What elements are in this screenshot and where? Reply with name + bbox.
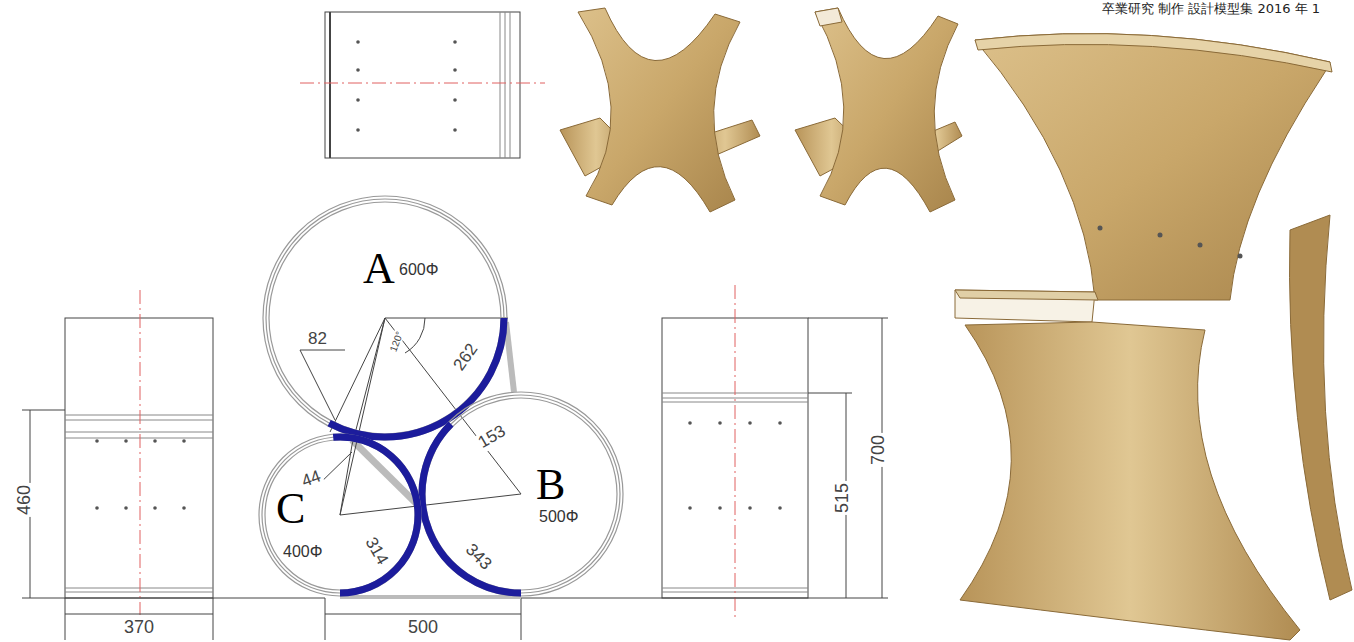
render-small-1 bbox=[560, 8, 760, 212]
dimension-label: 700 bbox=[869, 433, 889, 467]
dimension-label: 262 bbox=[449, 339, 483, 376]
dimension-label: 500 bbox=[406, 618, 440, 638]
front-view-dimensions bbox=[300, 318, 521, 640]
part-letter: A bbox=[362, 245, 396, 293]
dimension-label: 44 bbox=[297, 467, 325, 492]
circle-part: A600Φ bbox=[262, 195, 508, 441]
angle-label: 120° bbox=[387, 328, 406, 355]
circle-part: C 400Φ bbox=[258, 433, 422, 597]
dimension-label: 370 bbox=[122, 618, 156, 638]
top-view bbox=[300, 12, 545, 158]
diameter-label: 600Φ bbox=[398, 261, 439, 279]
part-letter: C bbox=[275, 485, 306, 533]
part-letter: B bbox=[535, 461, 566, 509]
structure-arc bbox=[422, 424, 521, 593]
dimension-label: 314 bbox=[360, 533, 392, 570]
dimension-label: 460 bbox=[15, 483, 35, 517]
diameter-label: 400Φ bbox=[282, 543, 323, 561]
circle-outline bbox=[262, 195, 508, 441]
circle-outline bbox=[418, 391, 624, 597]
render-chair bbox=[955, 34, 1352, 640]
dimension-label: 515 bbox=[833, 481, 853, 515]
structure-arc bbox=[329, 318, 504, 437]
render-small-2 bbox=[795, 8, 962, 212]
circle-part: B500Φ bbox=[418, 391, 624, 597]
dimension-label: 153 bbox=[473, 421, 510, 453]
dimension-label: 343 bbox=[460, 539, 496, 575]
diameter-label: 500Φ bbox=[538, 508, 579, 526]
page-header: 卒業研究 制作 設計模型集 2016 年 1 bbox=[1100, 2, 1322, 16]
structure-arc bbox=[333, 437, 418, 593]
right-side-view bbox=[521, 285, 888, 620]
dimension-label: 82 bbox=[306, 330, 329, 349]
